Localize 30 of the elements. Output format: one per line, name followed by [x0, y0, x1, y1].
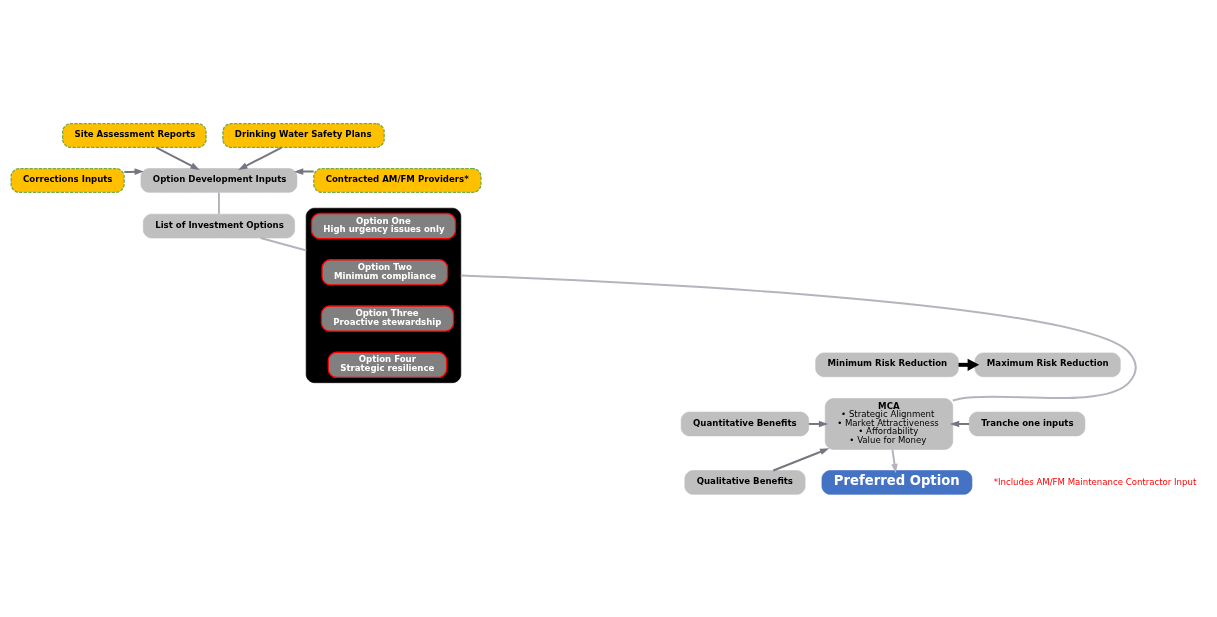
node-box: Preferred Option [821, 469, 973, 495]
arrow [155, 146, 200, 170]
node-box: List of Investment Options [142, 213, 295, 238]
node-box: Option Four Strategic resilience [327, 351, 448, 378]
arrow [949, 420, 971, 427]
arrow [772, 447, 830, 472]
connector [259, 236, 308, 251]
arrow [238, 146, 283, 170]
node-box: Option One High urgency issues only [310, 212, 457, 239]
node-box: Minimum Risk Reduction [815, 352, 959, 377]
arrow [123, 167, 144, 175]
node-box: Maximum Risk Reduction [974, 352, 1121, 377]
connector [217, 191, 220, 215]
node-box: Corrections Inputs [10, 167, 125, 193]
node-box: Option Development Inputs [140, 167, 298, 193]
node-box: Option Two Minimum compliance [321, 258, 449, 286]
arrow [807, 420, 829, 427]
node-box: Drinking Water Safety Plans [222, 122, 385, 148]
node-box: Site Assessment Reports [62, 122, 207, 148]
node-box: Qualitative Benefits [684, 469, 806, 495]
label: *Includes AM/FM Maintenance Contractor Input [993, 476, 1197, 487]
node-box: Contracted AM/FM Providers* [313, 167, 482, 193]
node-box: Quantitative Benefits [680, 411, 810, 436]
node-box: Option Three Proactive stewardship [320, 304, 455, 332]
arrow [891, 448, 898, 473]
connector [459, 273, 1137, 401]
node-box: MCA • Strategic Alignment • Market Attractiveness • Affordability • Value for Money [824, 397, 954, 450]
cluster [305, 207, 462, 383]
arrow [294, 167, 315, 175]
node-box: Tranche one inputs [968, 411, 1086, 436]
